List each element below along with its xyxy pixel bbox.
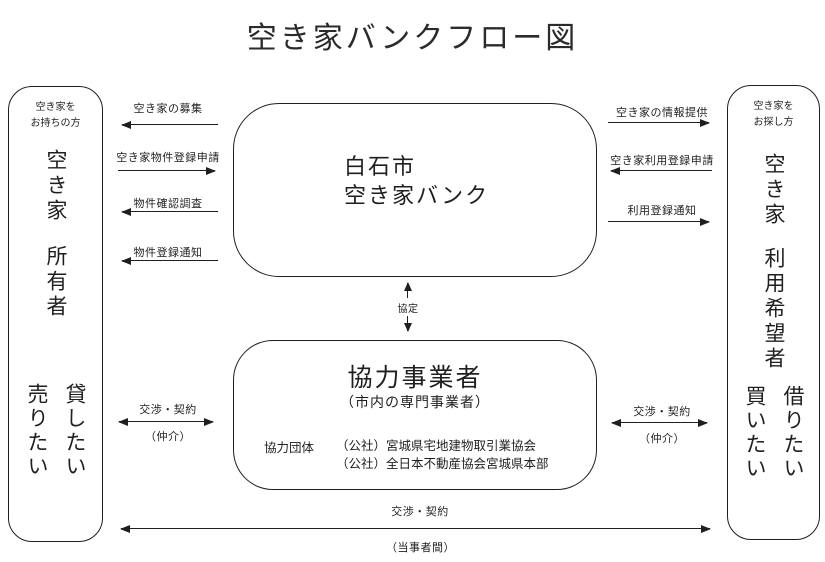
label-negotiation-bottom: 交渉・契約 — [391, 506, 449, 518]
agreement-arrow-down — [407, 316, 409, 331]
page-title: 空き家バンクフロー図 — [246, 22, 579, 55]
partner-orgs-label: 協力団体 — [264, 441, 315, 455]
label-negotiation-left: 交渉・契約 — [139, 404, 197, 416]
partner-box-organizations: 協力団体 （公社）宮城県宅地建物取引業協会 （公社）全日本不動産協会宮城県本部 — [264, 437, 549, 473]
shiroishi-vacant-house-bank-box: 白石市 空き家バンク — [233, 103, 597, 277]
cooperating-business-box: 協力事業者 （市内の専門事業者） 協力団体 （公社）宮城県宅地建物取引業協会 （… — [233, 340, 597, 490]
label-vacant-house-recruitment: 空き家の募集 — [133, 103, 203, 115]
seeker-box-wishes: 買いたい 借りたい — [743, 385, 804, 481]
sublabel-mediation-right: （仲介） — [639, 433, 685, 445]
sublabel-direct-parties: （当事者間） — [386, 542, 455, 554]
owner-box-group-label: 空き家 — [44, 149, 67, 224]
label-property-confirmation-survey: 物件確認調査 — [133, 198, 203, 210]
arrow-negotiation-mediation-right — [612, 422, 707, 424]
vacant-house-seeker-box: 空き家を お探し方 空き家 利用希望者 買いたい 借りたい — [727, 85, 820, 540]
arrow-vacant-house-info-provision — [608, 122, 709, 124]
label-negotiation-right: 交渉・契約 — [633, 406, 691, 418]
bank-box-text: 白石市 空き家バンク — [344, 152, 489, 211]
label-use-registration-notification: 利用登録通知 — [627, 205, 697, 217]
partner-orgs-list: （公社）宮城県宅地建物取引業協会 （公社）全日本不動産協会宮城県本部 — [336, 437, 549, 473]
owner-box-role-label: 所有者 — [44, 245, 67, 320]
arrow-use-registration-notification — [608, 221, 709, 223]
owner-box-header: 空き家を お持ちの方 — [30, 102, 81, 129]
partner-org-1: （公社）宮城県宅地建物取引業協会 — [336, 439, 537, 453]
label-use-registration-application: 空き家利用登録申請 — [610, 155, 714, 167]
label-property-registration-application: 空き家物件登録申請 — [116, 152, 220, 164]
label-property-registration-notification: 物件登録通知 — [133, 247, 203, 259]
owner-wish-rent-out: 貸したい — [63, 383, 86, 479]
seeker-box-role-label: 利用希望者 — [762, 247, 785, 372]
partner-box-title: 協力事業者 — [347, 364, 483, 392]
owner-wish-sell: 売りたい — [25, 383, 48, 479]
vacant-house-owner-box: 空き家を お持ちの方 空き家 所有者 売りたい 貸したい — [8, 86, 103, 542]
partner-box-subtitle: （市内の専門事業者） — [340, 394, 490, 410]
bank-box-line2: 空き家バンク — [344, 183, 490, 209]
arrow-negotiation-direct — [121, 528, 710, 530]
seeker-wish-borrow: 借りたい — [781, 385, 804, 481]
seeker-box-group-label: 空き家 — [762, 153, 785, 228]
seeker-wish-buy: 買いたい — [743, 385, 766, 481]
seeker-box-header: 空き家を お探し方 — [753, 101, 794, 128]
partner-org-2: （公社）全日本不動産協会宮城県本部 — [336, 457, 549, 472]
arrow-use-registration-application — [611, 170, 712, 172]
label-vacant-house-info-provision: 空き家の情報提供 — [616, 107, 708, 119]
sublabel-mediation-left: （仲介） — [145, 431, 191, 443]
bank-box-line1: 白石市 — [344, 154, 417, 179]
arrow-negotiation-mediation-left — [119, 421, 213, 423]
arrow-vacant-house-recruitment — [122, 124, 218, 126]
arrow-property-registration-application — [118, 170, 215, 172]
arrow-property-confirmation-survey — [122, 211, 218, 213]
arrow-property-registration-notification — [122, 260, 218, 262]
agreement-arrow-up — [407, 283, 409, 298]
owner-box-wishes: 売りたい 貸したい — [25, 383, 86, 479]
agreement-label: 協定 — [397, 304, 419, 315]
